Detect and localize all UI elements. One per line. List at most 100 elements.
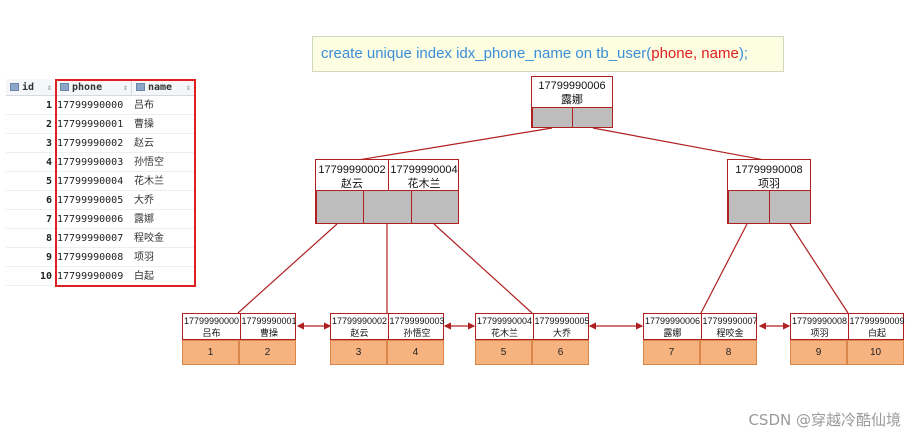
leaf-key: 17799990008 项羽 — [791, 314, 848, 340]
key-phone: 17799990009 — [849, 316, 905, 326]
key-divider — [388, 160, 389, 191]
cell-id[interactable]: 9 — [6, 248, 55, 267]
child-pointer — [572, 107, 613, 128]
cell-id[interactable]: 4 — [6, 153, 55, 172]
key-phone: 17799990004 — [390, 164, 458, 176]
column-header-id[interactable]: id ⇕ — [6, 79, 55, 96]
edge-root-left — [351, 127, 553, 162]
leaf-key: 17799990007 程咬金 — [701, 314, 758, 340]
key-name: 露娜 — [561, 94, 583, 106]
key-phone: 17799990008 — [791, 316, 848, 326]
cell-name[interactable]: 露娜 — [131, 210, 194, 229]
cell-phone[interactable]: 17799990001 — [55, 115, 131, 134]
child-pointer — [728, 190, 770, 224]
key-column-icon — [10, 83, 19, 91]
leaf-row-id: 10 — [847, 340, 904, 365]
cell-name[interactable]: 曹操 — [131, 115, 194, 134]
sort-icon[interactable]: ⇕ — [47, 83, 52, 92]
key-name: 程咬金 — [716, 328, 744, 338]
cell-id[interactable]: 5 — [6, 172, 55, 191]
leaf-row-id: 9 — [790, 340, 847, 365]
cell-name[interactable]: 程咬金 — [131, 229, 194, 248]
key-phone: 17799990002 — [318, 164, 386, 176]
column-icon — [136, 83, 145, 91]
cell-id[interactable]: 7 — [6, 210, 55, 229]
key-phone: 17799990008 — [735, 164, 803, 176]
sql-prefix: create unique index idx_phone_name on tb… — [321, 45, 652, 62]
cell-phone[interactable]: 17799990003 — [55, 153, 131, 172]
edge-root-right — [592, 127, 771, 162]
cell-name[interactable]: 赵云 — [131, 134, 194, 153]
column-header-name[interactable]: name ⇕ — [131, 79, 194, 96]
cell-phone[interactable]: 17799990006 — [55, 210, 131, 229]
leaf-key: 17799990003 孙悟空 — [388, 314, 445, 340]
cell-id[interactable]: 8 — [6, 229, 55, 248]
child-pointer — [316, 190, 364, 224]
cell-name[interactable]: 花木兰 — [131, 172, 194, 191]
child-pointer — [769, 190, 811, 224]
internal-key: 17799990002 赵云 — [316, 163, 388, 191]
key-name: 项羽 — [810, 328, 829, 338]
sql-statement: create unique index idx_phone_name on tb… — [312, 36, 784, 72]
child-pointer — [411, 190, 459, 224]
tree-root-node: 17799990006 露娜 — [531, 76, 613, 128]
cell-phone[interactable]: 17799990000 — [55, 96, 131, 115]
edge-right-leaf5 — [789, 223, 849, 314]
cell-name[interactable]: 吕布 — [131, 96, 194, 115]
key-name: 曹操 — [259, 328, 278, 338]
key-phone: 17799990003 — [389, 316, 445, 326]
cell-id[interactable]: 10 — [6, 267, 55, 286]
edge-left-leaf1 — [237, 223, 338, 314]
child-pointer — [363, 190, 412, 224]
cell-id[interactable]: 1 — [6, 96, 55, 115]
edge-right-leaf4 — [700, 223, 748, 314]
cell-phone[interactable]: 17799990007 — [55, 229, 131, 248]
leaf-row-id: 5 — [475, 340, 532, 365]
sql-suffix: ); — [738, 45, 748, 62]
key-name: 赵云 — [350, 328, 369, 338]
header-label-phone: phone — [72, 82, 103, 93]
leaf-key: 17799990002 赵云 — [331, 314, 388, 340]
key-name: 项羽 — [758, 178, 780, 190]
cell-phone[interactable]: 17799990008 — [55, 248, 131, 267]
cell-id[interactable]: 2 — [6, 115, 55, 134]
key-name: 露娜 — [663, 328, 682, 338]
key-name: 孙悟空 — [403, 328, 431, 338]
internal-key: 17799990008 项羽 — [728, 163, 810, 191]
leaf-row-id: 1 — [182, 340, 239, 365]
highlighted-columns-frame — [55, 79, 196, 287]
cell-phone[interactable]: 17799990002 — [55, 134, 131, 153]
cell-name[interactable]: 大乔 — [131, 191, 194, 210]
sort-icon[interactable]: ⇕ — [123, 83, 128, 92]
cell-name[interactable]: 项羽 — [131, 248, 194, 267]
tree-internal-node-right: 17799990008 项羽 — [727, 159, 811, 224]
cell-id[interactable]: 6 — [6, 191, 55, 210]
key-phone: 17799990007 — [702, 316, 758, 326]
leaf-row-id: 2 — [239, 340, 296, 365]
edge-left-leaf3 — [433, 223, 533, 314]
cell-phone[interactable]: 17799990004 — [55, 172, 131, 191]
cell-id[interactable]: 3 — [6, 134, 55, 153]
key-phone: 17799990006 — [644, 316, 701, 326]
leaf-row-id: 8 — [700, 340, 757, 365]
key-phone: 17799990001 — [241, 316, 297, 326]
leaf-row-id: 6 — [532, 340, 589, 365]
cell-phone[interactable]: 17799990005 — [55, 191, 131, 210]
key-name: 赵云 — [341, 178, 363, 190]
root-key: 17799990006 露娜 — [532, 79, 612, 107]
cell-name[interactable]: 孙悟空 — [131, 153, 194, 172]
sql-columns: phone, name — [651, 45, 739, 62]
leaf-key: 17799990006 露娜 — [644, 314, 701, 340]
sort-icon[interactable]: ⇕ — [186, 83, 191, 92]
key-phone: 17799990002 — [331, 316, 388, 326]
tree-leaf-node: 17799990006 露娜 17799990007 程咬金 — [643, 313, 758, 340]
leaf-key: 17799990001 曹操 — [240, 314, 297, 340]
key-phone: 17799990000 — [183, 316, 240, 326]
key-name: 大乔 — [552, 328, 571, 338]
